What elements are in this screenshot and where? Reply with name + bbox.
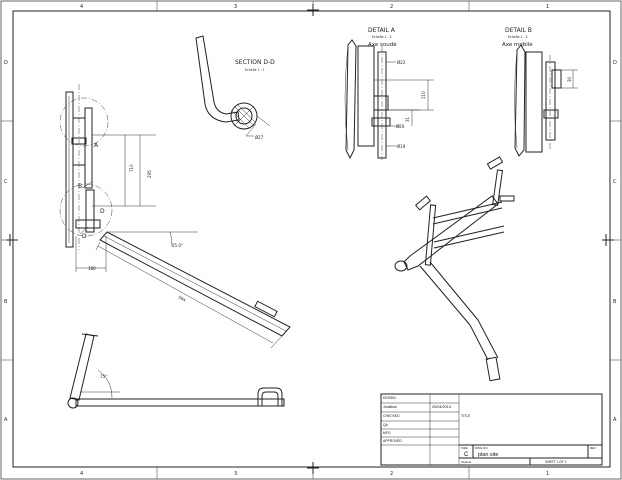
tb-size-value: C	[464, 452, 469, 458]
zone-row-right-4: A	[613, 417, 617, 423]
section-label-b: B	[78, 183, 82, 190]
dim-180: 180	[88, 266, 96, 271]
sheet-inner-frame	[12, 10, 611, 468]
tb-row-value-1: 20/04/2013	[432, 405, 451, 409]
detail-a-subtitle: Axe soudé	[368, 41, 397, 48]
detail-a-dim-31: 31	[405, 116, 410, 122]
inclined-rod: 25.0° 594	[95, 231, 291, 349]
detail-b-view: DETAIL B Echelle 1 : 2 Axe mobile 30	[502, 27, 578, 157]
tb-row-label-1: Jonathan	[383, 405, 397, 409]
tb-sheet: SHEET 1 OF 1	[545, 460, 566, 464]
section-label-d-bottom: D	[82, 233, 87, 240]
tb-row-label-5: APPROVED	[383, 439, 402, 443]
section-dd-scale: Echelle 1 : 1	[245, 68, 265, 72]
tb-title-label: TITLE	[461, 414, 471, 418]
zone-row-right-3: B	[613, 299, 617, 305]
zone-col-bottom-1: 4	[80, 471, 83, 477]
zone-col-top-1: 4	[80, 4, 83, 10]
detail-a-title: DETAIL A	[368, 27, 396, 34]
tb-dwg-value: plan site	[478, 452, 499, 458]
detail-a-scale: Echelle 1 : 2	[372, 35, 392, 39]
tb-size-label: SIZE	[461, 446, 468, 450]
title-block-text: DESSIN Jonathan 20/04/2013 CHECKED QA MF…	[383, 396, 596, 464]
zone-row-left-1: D	[4, 60, 8, 66]
zone-col-bottom-3: 2	[390, 471, 393, 477]
tb-dwg-label: DWG NO	[475, 446, 488, 450]
tb-rev-label: REV	[590, 446, 596, 450]
section-dd-dim: Ø27	[255, 135, 264, 140]
dim-710: 710	[129, 164, 134, 172]
dim-295: 295	[147, 170, 152, 178]
zone-col-bottom-2: 3	[234, 471, 237, 477]
zone-labels: 4 3 2 1 4 3 2 1 D C B A D C B A	[4, 4, 617, 477]
detail-b-dim-30: 30	[567, 76, 572, 82]
zone-col-top-4: 1	[546, 4, 549, 10]
front-dimension-lines	[75, 134, 156, 272]
detail-a-dim-20: Ø20	[396, 124, 405, 129]
zone-row-left-3: B	[4, 299, 8, 305]
zone-row-left-2: C	[4, 179, 8, 185]
zone-row-left-4: A	[4, 417, 8, 423]
detail-b-callout	[59, 183, 113, 237]
zone-row-right-2: C	[613, 179, 617, 185]
zone-col-bottom-4: 1	[546, 471, 549, 477]
detail-a-callout	[59, 97, 109, 147]
tb-row-label-4: MFG	[383, 431, 391, 435]
detail-a-view: DETAIL A Echelle 1 : 2 Axe soudé Ø22 Ø20…	[344, 27, 434, 160]
section-label-a: A	[94, 142, 99, 149]
detail-b-subtitle: Axe mobile	[502, 42, 533, 48]
dim-594: 594	[178, 295, 187, 303]
front-view: A B D D 710 295 180	[59, 84, 156, 272]
tb-row-label-3: QA	[383, 423, 389, 427]
zone-row-right-1: D	[613, 60, 617, 66]
centering-marks	[6, 4, 614, 474]
isometric-view	[394, 156, 515, 382]
detail-b-scale: Echelle 1 : 2	[508, 35, 528, 39]
detail-a-dim-19: Ø19	[397, 144, 406, 149]
side-view	[67, 333, 285, 409]
dim-angle-25: 25.0°	[172, 243, 183, 248]
tb-scale-label: SCALE	[461, 460, 471, 464]
section-dd-title: SECTION D-D	[235, 59, 275, 66]
tb-row-label-2: CHECKED	[383, 414, 400, 418]
detail-a-dim-22: Ø22	[397, 60, 406, 65]
tb-row-label-0: DESSIN	[383, 396, 396, 400]
zone-col-top-2: 3	[234, 4, 237, 10]
zone-col-top-3: 2	[390, 4, 393, 10]
side-view-dim-75: 75°	[100, 374, 107, 379]
section-dd-view: SECTION D-D Echelle 1 : 1 Ø27	[195, 35, 275, 140]
detail-a-dim-110: 110	[421, 91, 426, 99]
detail-b-title: DETAIL B	[505, 27, 532, 34]
title-block	[380, 393, 603, 466]
front-view-frame	[65, 91, 101, 248]
section-label-d-top: D	[100, 208, 105, 215]
